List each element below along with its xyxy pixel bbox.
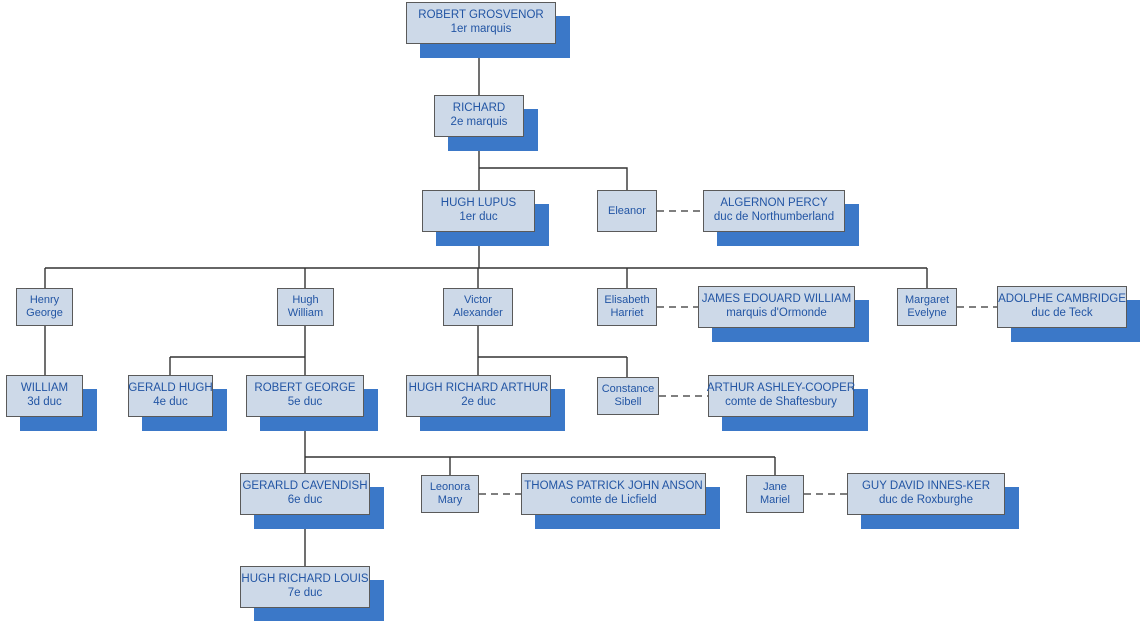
person-name: ALGERNON PERCY xyxy=(720,197,828,210)
person-title: Sibell xyxy=(614,396,642,408)
person-title: 3d duc xyxy=(27,396,62,408)
person-name: RICHARD xyxy=(452,102,506,115)
person-title: William xyxy=(287,307,324,319)
person-title: Evelyne xyxy=(907,307,947,319)
person-name: ARTHUR ASHLEY-COOPER xyxy=(706,382,856,395)
person-title: comte de Shaftesbury xyxy=(725,396,837,408)
person-name: WILLIAM xyxy=(20,382,69,395)
person-title: 6e duc xyxy=(287,494,323,506)
person-name: ROBERT GROSVENOR xyxy=(418,9,544,22)
person-title: marquis d'Ormonde xyxy=(726,307,827,319)
person-name: JAMES EDOUARD WILLIAM xyxy=(701,293,852,306)
person-title: Harriet xyxy=(610,307,644,319)
person-name: Elisabeth xyxy=(604,294,650,307)
person-node-eleanor[interactable]: Eleanor xyxy=(597,190,657,232)
person-title: Alexander xyxy=(453,307,503,319)
person-name: Eleanor xyxy=(608,204,646,217)
person-name: GERALD HUGH xyxy=(128,382,213,395)
person-name: Constance xyxy=(601,383,655,396)
person-name: GERARLD CAVENDISH xyxy=(242,480,368,493)
person-title: 5e duc xyxy=(287,396,323,408)
person-name: GUY DAVID INNES-KER xyxy=(861,480,991,493)
person-name: Jane xyxy=(763,481,787,494)
person-name: Hugh xyxy=(292,294,319,307)
person-name: HUGH LUPUS xyxy=(440,197,517,210)
person-title: Mary xyxy=(437,494,463,506)
person-name: ADOLPHE CAMBRIDGE xyxy=(998,293,1126,306)
person-name: Leonora xyxy=(429,481,471,494)
person-name: THOMAS PATRICK JOHN ANSON xyxy=(524,480,703,493)
person-title: 2e marquis xyxy=(450,116,508,128)
person-title: 7e duc xyxy=(287,587,323,599)
person-name: Victor xyxy=(464,294,492,307)
person-title: 1er marquis xyxy=(450,23,512,35)
person-name: Henry xyxy=(29,294,60,307)
edge-richard-to-eleanor xyxy=(479,167,628,190)
person-title: George xyxy=(26,307,63,319)
person-title: duc de Roxburghe xyxy=(879,494,973,506)
person-title: duc de Teck xyxy=(1031,307,1093,319)
person-name: HUGH RICHARD ARTHUR xyxy=(408,382,549,395)
person-title: 1er duc xyxy=(459,211,498,223)
person-title: 4e duc xyxy=(153,396,188,408)
person-title: 2e duc xyxy=(461,396,496,408)
person-name: ROBERT GEORGE xyxy=(254,382,356,395)
person-title: comte de Licfield xyxy=(570,494,657,506)
person-name: HUGH RICHARD LOUIS xyxy=(241,573,369,586)
person-name: Margaret xyxy=(904,294,950,307)
person-title: Mariel xyxy=(760,494,790,506)
person-title: duc de Northumberland xyxy=(713,211,835,223)
